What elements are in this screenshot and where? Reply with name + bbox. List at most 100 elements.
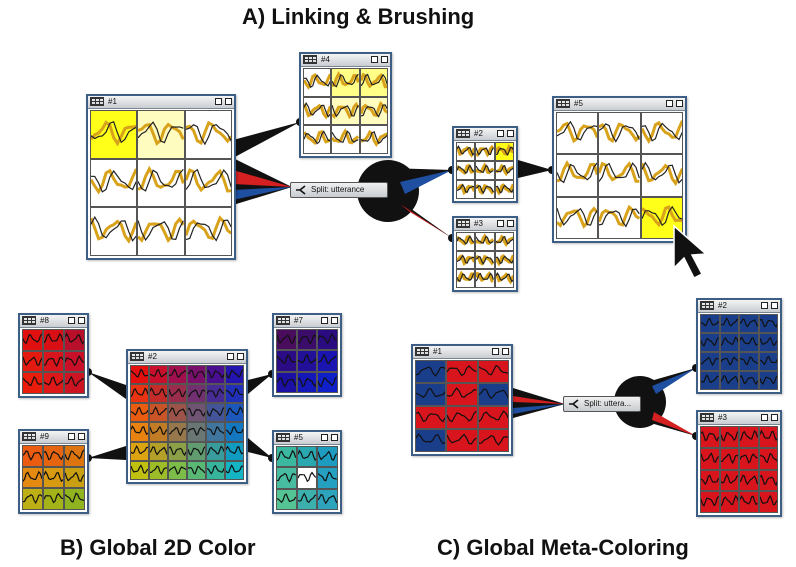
pop-out-icon[interactable] xyxy=(761,414,768,421)
plot-cell[interactable] xyxy=(758,314,778,333)
plot-cell[interactable] xyxy=(640,154,683,197)
plot-cell[interactable] xyxy=(296,350,318,372)
plot-cell[interactable] xyxy=(276,350,297,372)
plot-cell[interactable] xyxy=(225,441,244,461)
grid-icon[interactable] xyxy=(415,347,429,356)
plot-cell[interactable] xyxy=(168,441,187,461)
pop-out-icon[interactable] xyxy=(321,434,328,441)
grid-icon[interactable] xyxy=(22,432,36,441)
plot-cell[interactable] xyxy=(276,329,297,351)
plot-cell[interactable] xyxy=(130,460,149,480)
plot-cell[interactable] xyxy=(700,491,720,513)
panel-titlebar[interactable]: #7 xyxy=(274,315,340,328)
plot-cell[interactable] xyxy=(296,488,318,510)
plot-cell[interactable] xyxy=(225,460,244,480)
plot-cell[interactable] xyxy=(719,469,739,492)
plot-cell[interactable] xyxy=(477,360,509,383)
plot-cell[interactable] xyxy=(739,333,759,352)
plot-cell[interactable] xyxy=(758,469,778,492)
plot-cell[interactable] xyxy=(700,314,720,333)
plot-cell[interactable] xyxy=(494,250,514,270)
plot-cell[interactable] xyxy=(739,469,759,492)
plot-cell[interactable] xyxy=(415,429,447,452)
pop-out-icon[interactable] xyxy=(68,317,75,324)
panel-titlebar[interactable]: #5 xyxy=(554,98,685,111)
panel-titlebar[interactable]: #2 xyxy=(454,128,516,141)
plot-cell[interactable] xyxy=(130,365,149,385)
plot-cell[interactable] xyxy=(475,161,495,180)
plot-cell[interactable] xyxy=(739,371,759,390)
plot-cell[interactable] xyxy=(168,460,187,480)
plot-cell[interactable] xyxy=(739,447,759,470)
plot-cell[interactable] xyxy=(149,403,168,423)
plot-cell[interactable] xyxy=(758,352,778,371)
plot-cell[interactable] xyxy=(446,406,478,429)
detach-icon[interactable] xyxy=(381,56,388,63)
split-node-utterance-c[interactable]: Split: uttera... xyxy=(563,396,641,412)
view-panel-b7[interactable]: #7 xyxy=(272,313,342,397)
view-panel-c1[interactable]: #1 xyxy=(411,344,513,456)
plot-cell[interactable] xyxy=(758,491,778,513)
plot-cell[interactable] xyxy=(739,426,759,448)
plot-cell[interactable] xyxy=(187,422,206,442)
plot-cell[interactable] xyxy=(719,352,739,371)
plot-cell[interactable] xyxy=(64,372,85,394)
plot-cell[interactable] xyxy=(187,365,206,385)
plot-cell[interactable] xyxy=(130,403,149,423)
view-panel-b9[interactable]: #9 xyxy=(18,429,89,514)
grid-icon[interactable] xyxy=(90,97,104,106)
plot-cell[interactable] xyxy=(64,329,85,351)
pop-out-icon[interactable] xyxy=(492,348,499,355)
pop-out-icon[interactable] xyxy=(497,220,504,227)
panel-titlebar[interactable]: #2 xyxy=(698,300,780,313)
plot-cell[interactable] xyxy=(456,250,476,270)
panel-titlebar[interactable]: #5 xyxy=(274,432,340,445)
view-panel-c2[interactable]: #2 xyxy=(696,298,782,394)
plot-cell[interactable] xyxy=(187,460,206,480)
pop-out-icon[interactable] xyxy=(321,317,328,324)
detach-icon[interactable] xyxy=(237,353,244,360)
plot-cell[interactable] xyxy=(149,384,168,404)
grid-icon[interactable] xyxy=(276,316,290,325)
plot-cell[interactable] xyxy=(276,488,297,510)
plot-cell[interactable] xyxy=(719,426,739,448)
plot-cell[interactable] xyxy=(640,196,683,239)
plot-cell[interactable] xyxy=(149,441,168,461)
plot-cell[interactable] xyxy=(494,142,514,161)
grid-icon[interactable] xyxy=(303,55,317,64)
plot-cell[interactable] xyxy=(317,467,338,489)
plot-cell[interactable] xyxy=(130,384,149,404)
grid-icon[interactable] xyxy=(130,352,144,361)
plot-cell[interactable] xyxy=(700,447,720,470)
plot-cell[interactable] xyxy=(206,403,225,423)
plot-cell[interactable] xyxy=(168,422,187,442)
plot-cell[interactable] xyxy=(90,207,138,256)
pop-out-icon[interactable] xyxy=(371,56,378,63)
plot-cell[interactable] xyxy=(168,403,187,423)
plot-cell[interactable] xyxy=(43,445,64,467)
plot-cell[interactable] xyxy=(475,142,495,161)
plot-cell[interactable] xyxy=(303,96,332,126)
plot-cell[interactable] xyxy=(556,196,599,239)
plot-cell[interactable] xyxy=(168,365,187,385)
panel-titlebar[interactable]: #1 xyxy=(413,346,511,359)
plot-cell[interactable] xyxy=(184,158,232,208)
grid-icon[interactable] xyxy=(276,433,290,442)
plot-cell[interactable] xyxy=(758,447,778,470)
plot-cell[interactable] xyxy=(276,467,297,489)
plot-cell[interactable] xyxy=(598,154,641,197)
plot-cell[interactable] xyxy=(296,329,318,351)
view-panel-a3[interactable]: #3 xyxy=(452,216,518,292)
pop-out-icon[interactable] xyxy=(215,98,222,105)
detach-icon[interactable] xyxy=(771,414,778,421)
detach-icon[interactable] xyxy=(507,130,514,137)
plot-cell[interactable] xyxy=(317,488,338,510)
plot-cell[interactable] xyxy=(359,125,388,154)
plot-cell[interactable] xyxy=(303,125,332,154)
plot-cell[interactable] xyxy=(317,371,338,393)
pop-out-icon[interactable] xyxy=(761,302,768,309)
view-panel-a1[interactable]: #1 xyxy=(86,94,236,260)
panel-titlebar[interactable]: #3 xyxy=(698,412,780,425)
plot-cell[interactable] xyxy=(187,441,206,461)
plot-cell[interactable] xyxy=(149,365,168,385)
